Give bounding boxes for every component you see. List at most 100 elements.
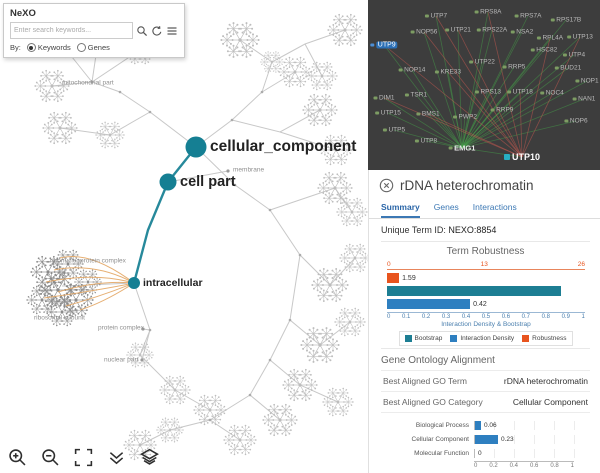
gene-network-node[interactable]: UTP8 [414,137,438,145]
alignment-value: Cellular Component [512,397,588,407]
radio-genes[interactable]: Genes [76,43,110,52]
gene-node-dot [476,28,481,32]
gene-network-node[interactable]: NOP56 [410,29,437,36]
gene-node-dot [572,97,577,101]
axis-tick: 26 [577,261,585,268]
tree-term-label[interactable]: ribonucleoprotein complex [50,257,126,265]
gene-label: BUD21 [560,64,582,72]
gene-network-node[interactable]: RPS13 [474,89,501,96]
gene-network-node[interactable]: HSC82 [530,47,557,54]
axis-tick: 13 [480,261,488,268]
gene-label: PWP2 [458,113,477,121]
gene-network-node[interactable]: UTP10 [503,152,540,162]
axis-tick: 0.4 [461,314,471,320]
ontology-tree-canvas[interactable]: cellular_component cell part intracellul… [0,0,368,473]
gene-network-node[interactable]: EMG1 [448,144,475,153]
details-body: Unique Term ID: NEXO:8854 Term Robustnes… [369,219,600,473]
gene-network-node[interactable]: DIM1 [373,94,395,102]
zoom-in-button[interactable] [5,445,29,469]
term-node-circle[interactable] [159,173,177,191]
gene-network-node[interactable]: UTP18 [507,89,533,96]
gene-label: RPS22A [482,26,508,34]
tree-term-label[interactable]: nuclear part [104,356,139,364]
interaction-density-value: 0.42 [473,300,487,308]
details-tab[interactable]: Summary [381,199,420,218]
gene-node-dot [410,30,415,34]
gene-network-node[interactable]: NOP6 [564,118,588,125]
go-category-chart: Biological Process 0.06 Cellular Compone… [381,418,590,469]
axis-tick: 0.8 [541,314,550,320]
details-header: rDNA heterochromatin [369,170,600,199]
tree-joint-dots [90,80,302,422]
gene-node-dot [530,48,535,52]
category-row: Cellular Component 0.23 [381,432,590,446]
axis-title: Interaction Density & Bootstrap [441,321,531,328]
gene-network-node[interactable]: NOC4 [540,90,564,97]
gene-network-node[interactable]: UTP4 [562,52,585,59]
gene-network-node[interactable]: TSR1 [404,92,427,99]
gene-network-node[interactable]: NSA2 [510,29,533,36]
gene-network-node[interactable]: PWP2 [453,114,477,121]
gene-network-node[interactable]: UTP15 [375,110,401,117]
gene-network-node[interactable]: BMS1 [416,110,440,118]
gene-network-node[interactable]: UTP13 [567,34,593,41]
layers-button[interactable] [137,445,161,469]
chart-legend: Bootstrap Interaction Density Robustness [398,331,573,346]
gene-label: DIM1 [378,94,395,102]
layers-icon [139,448,159,465]
reset-icon[interactable] [151,25,163,37]
gene-network-node[interactable]: RPS17B [550,16,582,24]
gene-network-node[interactable]: RPS8A [474,9,501,16]
tree-term-label[interactable]: ribosomal subunit [34,314,85,322]
tree-term-label[interactable]: protein complex [98,324,144,332]
tree-term-label[interactable]: membrane [233,166,265,174]
radio-button-icon[interactable] [26,43,36,52]
gene-network-node[interactable]: UTP7 [424,13,447,20]
gene-network-node[interactable]: UTP22 [469,59,495,66]
gene-network-node[interactable]: NAN1 [572,96,595,103]
gene-label: RPS17B [556,16,582,24]
axis-tick: 0 [474,463,478,469]
zoom-out-button[interactable] [38,445,62,469]
term-node-label: cell part [180,174,236,190]
gene-network-node[interactable]: NOP14 [398,66,426,74]
close-icon[interactable] [379,178,394,193]
tree-term-label[interactable]: mitochondrial part [62,79,114,87]
gene-network-node[interactable]: RPS22A [476,26,508,34]
gene-network-node[interactable]: UTP21 [445,27,471,34]
menu-icon[interactable] [166,25,178,37]
gene-network-node[interactable]: RRP5 [502,64,525,71]
gene-network-node[interactable]: RRP9 [490,107,513,114]
gene-network-node[interactable]: RPS7A [514,13,541,20]
search-icon[interactable] [136,25,148,37]
fit-to-screen-button[interactable] [71,445,95,469]
gene-network-node[interactable]: NOP1 [575,78,599,85]
details-tab[interactable]: Interactions [472,202,517,212]
term-node-label: cellular_component [210,138,357,155]
gene-network-node[interactable]: UTP5 [382,127,405,134]
axis-tick: 0.6 [501,314,511,320]
gene-label: UTP15 [380,109,401,117]
selected-path-edge [132,146,197,284]
gene-label: UTP21 [450,26,471,34]
radio-button-icon[interactable] [76,43,86,52]
gene-network-node[interactable]: UTP9 [370,41,398,49]
term-node-circle[interactable] [185,136,207,158]
details-tab[interactable]: Genes [433,202,459,212]
term-node-circle[interactable] [128,277,140,289]
radio-keywords[interactable]: Keywords [26,43,71,52]
gene-label: BMS1 [421,110,440,118]
collapse-expand-button[interactable] [104,445,128,469]
search-input[interactable] [10,22,133,39]
gene-network-panel[interactable]: UTP7 RPS8A RPS7A RPS17B NOP56 UTP21 RPS2… [368,0,600,170]
gene-network-node[interactable]: KRE33 [434,69,461,76]
gene-network-node[interactable]: BUD21 [554,64,582,72]
gene-label: NOP14 [404,66,426,74]
gene-label: UTP8 [420,137,438,145]
legend-swatch [522,335,530,342]
network-edges-svg [383,11,588,158]
axis-tick: 0.2 [489,463,498,469]
gene-node-dot [370,43,374,47]
gene-network-node[interactable]: RPL4A [536,35,563,42]
